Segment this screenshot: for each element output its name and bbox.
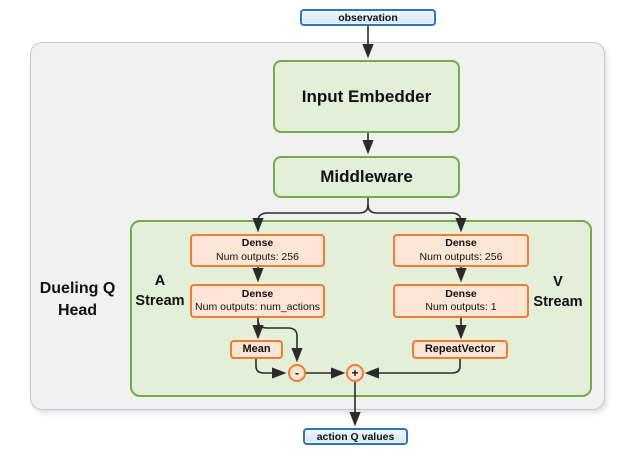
dense-v2-title: Dense — [445, 287, 477, 300]
middleware-node: Middleware — [273, 156, 460, 198]
observation-label: observation — [338, 11, 398, 24]
v-stream-line1: V — [553, 274, 563, 290]
dense-v2-node: Dense Num outputs: 1 — [393, 284, 529, 318]
dense-a1-node: Dense Num outputs: 256 — [190, 234, 325, 267]
repeat-vector-label: RepeatVector — [424, 342, 496, 355]
a-stream-label: A Stream — [132, 271, 188, 311]
dense-a2-title: Dense — [241, 287, 274, 300]
input-embedder-label: Input Embedder — [301, 86, 432, 106]
dueling-q-head-line2: Head — [57, 302, 98, 319]
mean-node: Mean — [230, 340, 283, 359]
repeat-vector-node: RepeatVector — [412, 340, 508, 359]
dueling-q-head-label: Dueling Q Head — [21, 278, 134, 322]
plus-operator: + — [346, 364, 364, 382]
input-embedder-node: Input Embedder — [273, 60, 460, 133]
action-q-values-label: action Q values — [316, 430, 395, 443]
v-stream-line2: Stream — [533, 294, 583, 310]
dense-v1-node: Dense Num outputs: 256 — [393, 234, 529, 267]
middleware-label: Middleware — [320, 167, 413, 186]
dense-a1-subtitle: Num outputs: 256 — [216, 250, 299, 263]
minus-operator: - — [288, 364, 306, 382]
dense-v1-title: Dense — [445, 237, 477, 249]
dense-a2-node: Dense Num outputs: num_actions — [190, 284, 325, 318]
plus-operator-label: + — [351, 366, 359, 380]
dense-a2-subtitle: Num outputs: num_actions — [195, 301, 320, 313]
mean-label: Mean — [242, 342, 271, 355]
dense-v2-subtitle: Num outputs: 1 — [425, 301, 497, 313]
v-stream-label: V Stream — [528, 272, 588, 312]
dueling-q-head-line1: Dueling Q — [39, 280, 116, 297]
a-stream-line1: A — [154, 273, 166, 289]
observation-node: observation — [300, 9, 436, 26]
minus-operator-label: - — [295, 366, 299, 380]
dense-v1-subtitle: Num outputs: 256 — [419, 250, 503, 263]
a-stream-line2: Stream — [135, 293, 185, 309]
action-q-values-node: action Q values — [303, 428, 408, 445]
dense-a1-title: Dense — [241, 237, 274, 249]
